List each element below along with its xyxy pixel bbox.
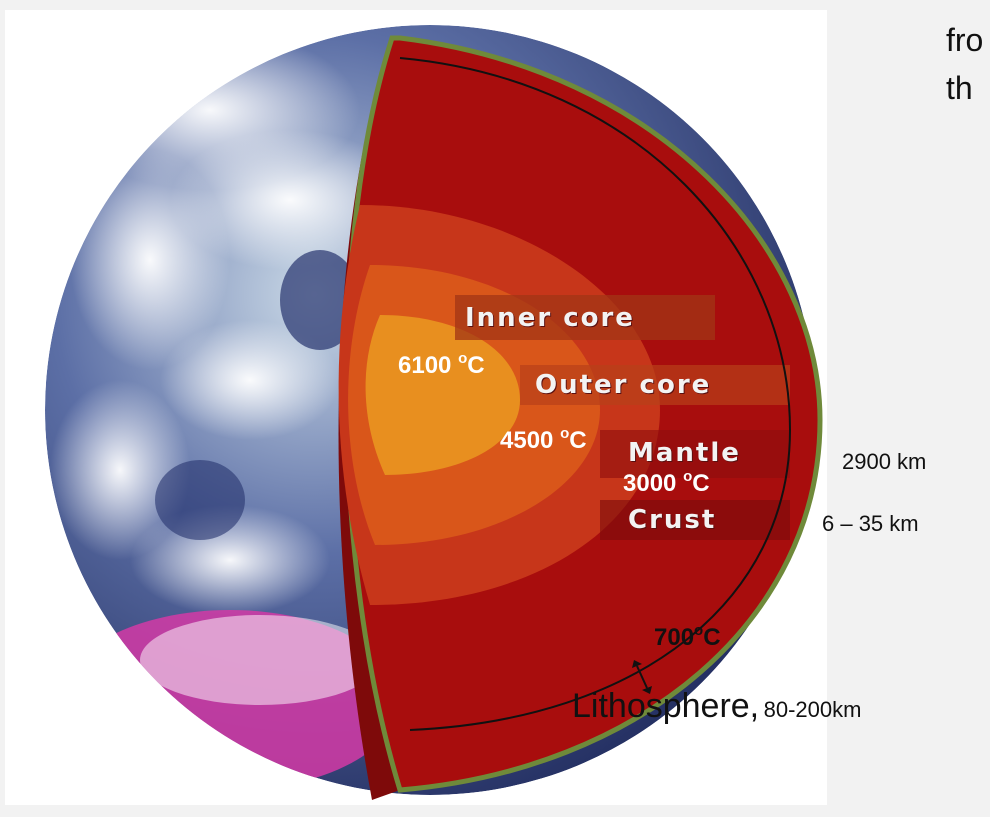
outer-core-temperature: 4500 oC	[500, 425, 587, 454]
lithosphere-thickness-arrow	[636, 665, 648, 689]
outer-core-label-band	[520, 365, 790, 405]
lithosphere-range: 80-200km	[763, 697, 862, 722]
lithosphere-temperature: 700oC	[654, 622, 721, 651]
mantle-label: Mantle	[628, 438, 741, 468]
arrow-head-bottom	[642, 686, 652, 694]
crust-label-band	[600, 500, 790, 540]
lithosphere-label: Lithosphere, 80-200km	[572, 687, 861, 726]
arrow-head-top	[632, 660, 642, 668]
inner-core-label-band	[455, 295, 715, 340]
header-fragment-line2: th	[946, 70, 973, 106]
inner-core-label: Inner core	[465, 303, 635, 333]
mantle-depth-label: 2900 km	[842, 449, 927, 474]
crust-label: Crust	[628, 505, 717, 535]
inner-core-layer	[365, 315, 520, 475]
outer-core-label: Outer core	[535, 370, 712, 400]
inner-core-temperature: 6100 oC	[398, 350, 485, 379]
mantle-temperature: 3000 oC	[623, 468, 710, 497]
lithosphere-name: Lithosphere,	[572, 687, 760, 725]
header-fragment-line1: fro	[946, 22, 984, 58]
lithosphere-boundary-line	[399, 57, 792, 731]
crust-depth-label: 6 – 35 km	[822, 511, 919, 536]
mantle-label-band	[600, 430, 790, 478]
